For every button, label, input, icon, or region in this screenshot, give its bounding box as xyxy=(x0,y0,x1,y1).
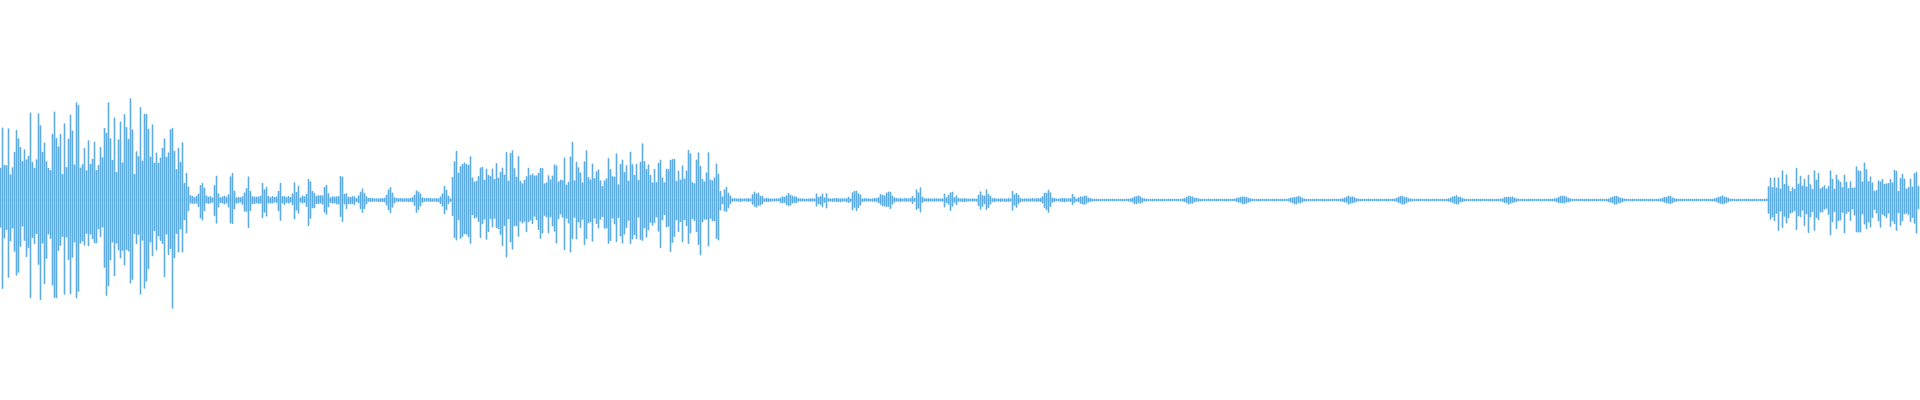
waveform-path-group xyxy=(0,98,1920,309)
